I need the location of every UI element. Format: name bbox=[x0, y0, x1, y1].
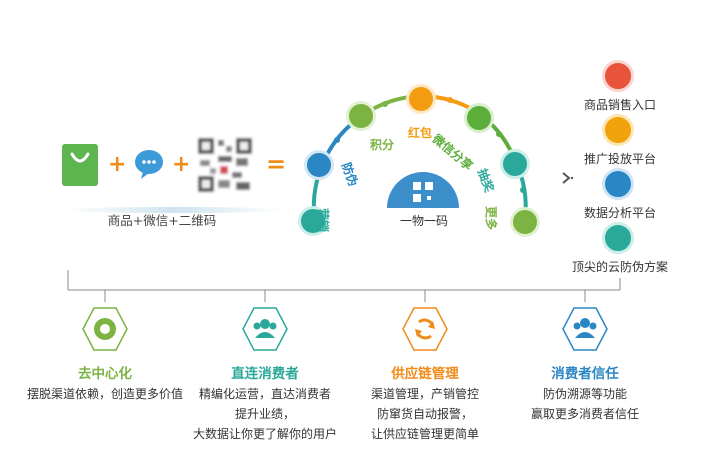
feature-desc-line: 提升业绩， bbox=[234, 407, 295, 421]
handshake-icon bbox=[602, 60, 634, 92]
feature-title: 供应链管理 bbox=[391, 366, 459, 382]
plus-sign: + bbox=[108, 152, 127, 177]
marketing-node-icon[interactable] bbox=[298, 206, 328, 236]
red-envelope-node-icon[interactable] bbox=[406, 84, 436, 114]
shield-icon bbox=[602, 222, 634, 254]
feature-desc-line: 让供应链管理更简单 bbox=[370, 427, 479, 441]
feature-desc-line: 大数据让你更了解你的用户 bbox=[192, 427, 337, 441]
mobile-icon bbox=[602, 114, 634, 146]
arc-center-label: 一物一码 bbox=[399, 214, 448, 228]
chevron-right-icon bbox=[560, 170, 574, 189]
formula-underline bbox=[60, 200, 290, 213]
shopping-bag-icon bbox=[62, 144, 98, 186]
anticounterfeit-node-icon[interactable] bbox=[304, 150, 334, 180]
feature-direct-consumer: 直连消费者 精编化运营，直达消费者 提升业绩， 大数据让你更了解你的用户 bbox=[185, 306, 345, 446]
decentralize-icon bbox=[82, 306, 128, 352]
feature-desc-line: 渠道管理，产销管控 bbox=[370, 387, 479, 401]
feature-desc-line: 摆脱渠道依赖，创造更多价值 bbox=[26, 387, 183, 401]
lottery-node-icon[interactable] bbox=[500, 149, 530, 179]
right-item-label: 顶尖的云防伪方案 bbox=[571, 260, 668, 274]
cycle-icon bbox=[402, 306, 448, 352]
right-item-label: 推广投放平台 bbox=[583, 152, 656, 166]
right-list: 商品销售入口 推广投放平台 数据分析平台 顶尖的云防伪方案 bbox=[560, 58, 680, 278]
feature-title: 直连消费者 bbox=[231, 366, 299, 382]
wechat-share-node-icon[interactable] bbox=[464, 103, 494, 133]
feature-desc-line: 精编化运营，直达消费者 bbox=[198, 387, 331, 401]
data-icon bbox=[602, 168, 634, 200]
arc-label-more: 更多 bbox=[484, 206, 498, 231]
feature-desc-line: 防窜货自动报警， bbox=[376, 407, 473, 421]
points-node-icon[interactable] bbox=[346, 101, 376, 131]
people-icon bbox=[242, 306, 288, 352]
qr-code-icon bbox=[196, 136, 254, 194]
feature-desc-line: 赢取更多消费者信任 bbox=[530, 407, 639, 421]
feature-title: 消费者信任 bbox=[551, 366, 619, 382]
right-item-label: 商品销售入口 bbox=[583, 98, 656, 112]
more-node-icon[interactable] bbox=[510, 207, 540, 237]
arc-label-points: 积分 bbox=[370, 138, 395, 152]
right-item-label: 数据分析平台 bbox=[583, 206, 656, 220]
arc-label-red-envelope: 红包 bbox=[408, 126, 433, 140]
equals-sign: = bbox=[266, 150, 287, 178]
plus-sign: + bbox=[172, 152, 191, 177]
feature-consumer-trust: 消费者信任 防伪溯源等功能 赢取更多消费者信任 bbox=[515, 306, 655, 426]
trust-icon bbox=[562, 306, 608, 352]
arc-label-marketing: 营销 bbox=[316, 208, 330, 233]
wechat-bubble-icon bbox=[134, 148, 164, 180]
feature-title: 去中心化 bbox=[78, 366, 132, 382]
formula-label: 商品+微信+二维码 bbox=[107, 213, 217, 228]
feature-supply-chain: 供应链管理 渠道管理，产销管控 防窜货自动报警， 让供应链管理更简单 bbox=[350, 306, 500, 446]
feature-decentralize: 去中心化 摆脱渠道依赖，创造更多价值 bbox=[20, 306, 190, 406]
feature-desc-line: 防伪溯源等功能 bbox=[542, 387, 627, 401]
